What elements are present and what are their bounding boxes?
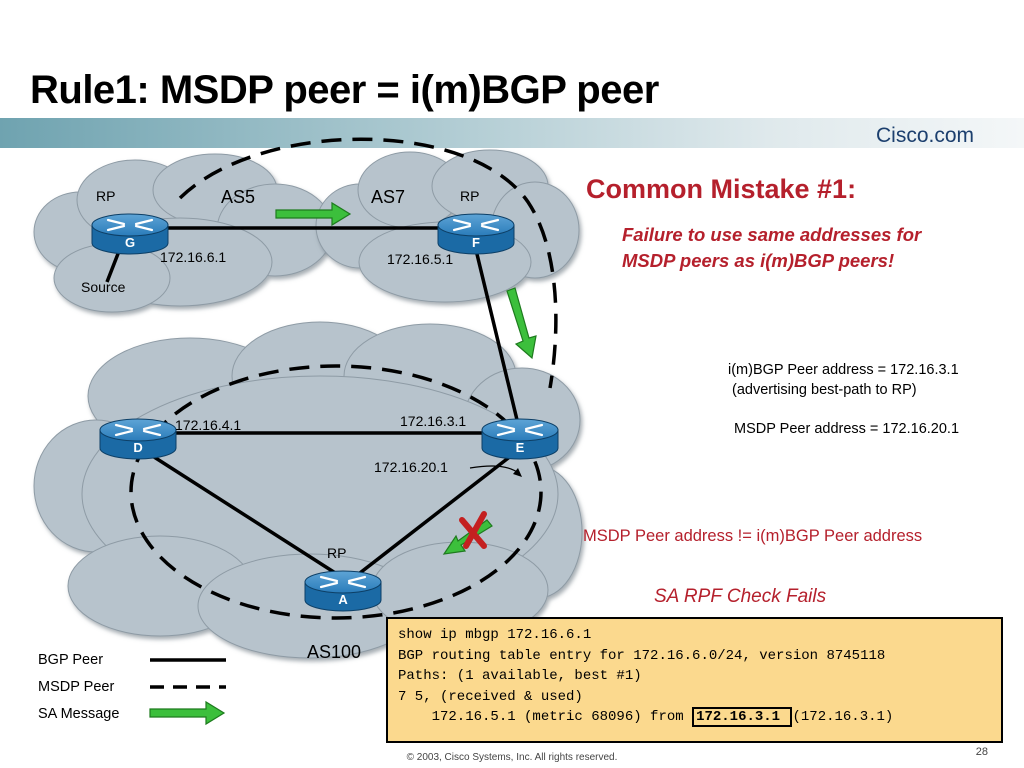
imbgp-address-line: i(m)BGP Peer address = 172.16.3.1 <box>728 362 959 378</box>
cli-text: (172.16.3.1) <box>792 709 894 725</box>
legend-sa-label: SA Message <box>38 706 120 722</box>
page-number: 28 <box>975 746 988 758</box>
address-g: 172.16.6.1 <box>160 249 226 265</box>
source-label: Source <box>81 279 126 295</box>
rpf-fails-note: SA RPF Check Fails <box>654 586 827 607</box>
cli-highlighted-address: 172.16.3.1 <box>692 707 793 727</box>
router-f[interactable]: F <box>437 213 515 255</box>
router-id-label: A <box>338 592 348 607</box>
legend-msdp-label: MSDP Peer <box>38 679 115 695</box>
msdp-address-note: MSDP Peer address = 172.16.20.1 <box>734 421 960 437</box>
bgp-link-f-e <box>474 249 520 425</box>
mistake-description: Failure to use same addresses for MSDP p… <box>622 222 1012 274</box>
cli-line: BGP routing table entry for 172.16.6.0/2… <box>398 647 886 664</box>
address-e-bgp: 172.16.3.1 <box>400 413 466 429</box>
cli-text: 172.16.5.1 (metric 68096) from <box>398 709 693 725</box>
router-id-label: F <box>472 235 480 250</box>
cli-line: show ip mbgp 172.16.6.1 <box>398 627 592 643</box>
router-e[interactable]: E <box>481 418 559 460</box>
bgp-peer-links <box>105 226 520 578</box>
msdp-mesh-as100 <box>129 364 543 620</box>
sa-arrow-g-to-f <box>275 201 352 227</box>
slide-title: Rule1: MSDP peer = i(m)BGP peer <box>30 68 659 112</box>
router-id-label: G <box>125 235 135 250</box>
bgp-link-d-a <box>139 446 341 578</box>
copyright-footer: © 2003, Cisco Systems, Inc. All rights r… <box>406 752 618 763</box>
router-arrows-icon <box>496 423 544 437</box>
router-arrows-icon <box>319 575 367 589</box>
rp-label-g: RP <box>96 188 115 204</box>
cli-line: 172.16.5.1 (metric 68096) from 172.16.3.… <box>398 707 991 728</box>
as5-label: AS5 <box>221 187 255 207</box>
router-d[interactable]: D <box>99 418 177 460</box>
sa-arrow-f-to-e <box>506 287 537 360</box>
imbgp-address-line: (advertising best-path to RP) <box>728 382 917 398</box>
bgp-link-a-e <box>354 450 518 578</box>
msdp-link-g-f <box>178 137 558 389</box>
as7-label: AS7 <box>371 187 405 207</box>
legend-bgp-label: BGP Peer <box>38 652 104 668</box>
address-d: 172.16.4.1 <box>175 417 241 433</box>
header-band <box>0 118 1024 148</box>
cli-line: 7 5, (received & used) <box>398 688 583 705</box>
cloud-as7 <box>315 149 580 303</box>
router-arrows-icon <box>114 423 162 437</box>
address-f: 172.16.5.1 <box>387 251 453 267</box>
mistake-description-line: MSDP peers as i(m)BGP peers! <box>622 250 895 271</box>
rp-label-f: RP <box>460 188 479 204</box>
rp-label-a: RP <box>327 545 346 561</box>
router-g[interactable]: G <box>91 213 169 255</box>
msdp-peer-links <box>129 137 558 620</box>
router-arrows-icon <box>452 218 500 232</box>
cloud-as100 <box>33 321 583 659</box>
legend-sa-arrow <box>149 700 226 726</box>
cisco-logo: Cisco.com <box>876 124 975 147</box>
as100-label: AS100 <box>307 642 361 662</box>
address-mismatch-note: MSDP Peer address != i(m)BGP Peer addres… <box>583 527 923 545</box>
cloud-as5 <box>33 153 334 313</box>
sa-blocked-x-mark <box>459 511 487 549</box>
mistake-title: Common Mistake #1: <box>586 174 857 204</box>
cli-line: Paths: (1 available, best #1) <box>398 668 642 684</box>
imbgp-address-note: i(m)BGP Peer address = 172.16.3.1 (adver… <box>728 360 959 400</box>
legend-graphics <box>149 658 226 726</box>
router-id-label: E <box>516 440 525 455</box>
router-arrows-icon <box>106 218 154 232</box>
router-a[interactable]: A <box>304 570 382 612</box>
mistake-description-line: Failure to use same addresses for <box>622 224 922 245</box>
router-id-label: D <box>133 440 142 455</box>
address-e-msdp: 172.16.20.1 <box>374 459 448 475</box>
